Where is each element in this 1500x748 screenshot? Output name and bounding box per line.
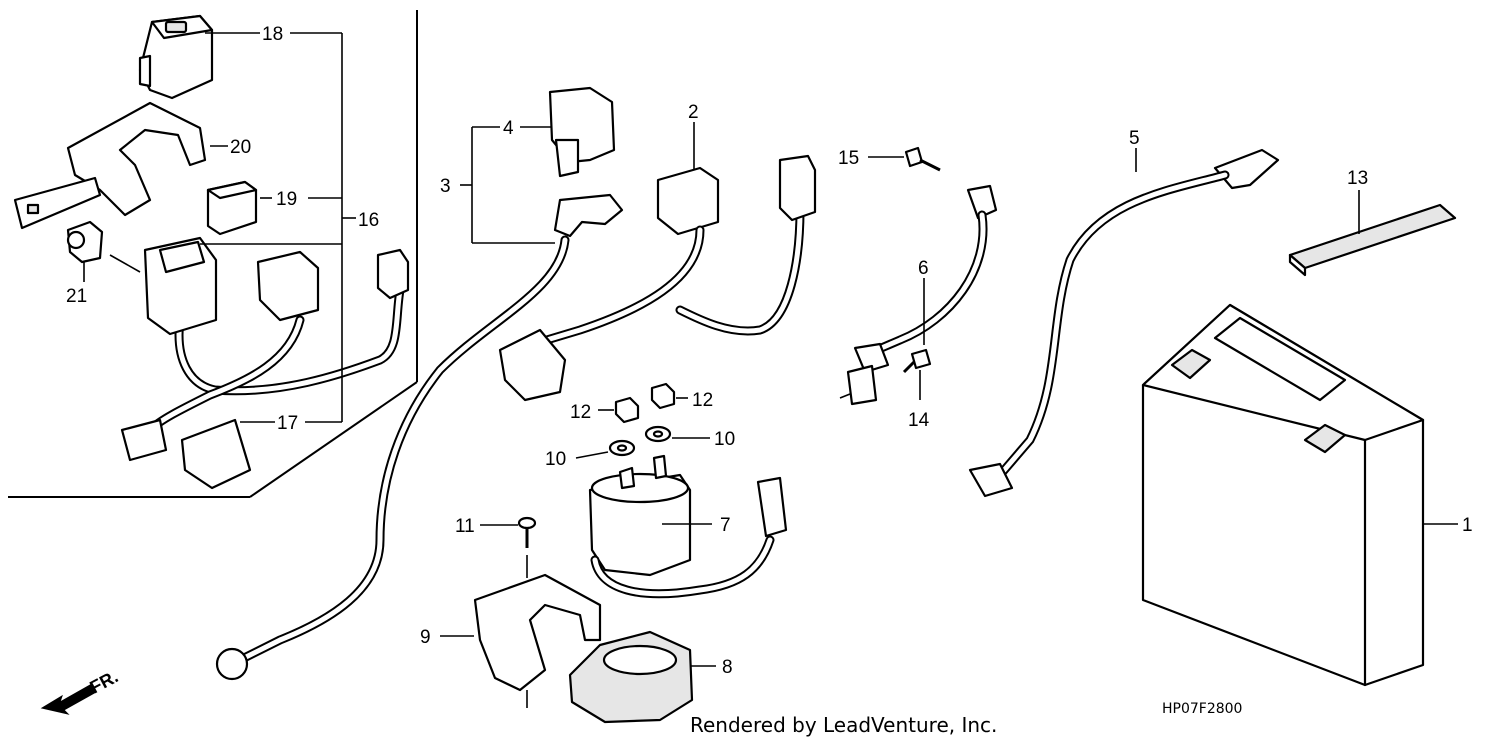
callout-9: 9	[420, 627, 431, 648]
callout-8: 8	[722, 657, 733, 678]
callout-18: 18	[262, 24, 283, 45]
cover-part-8[interactable]	[568, 630, 694, 724]
callout-1: 1	[1462, 515, 1473, 536]
fuse-part-19[interactable]	[206, 180, 258, 236]
front-direction-marker: FR.	[40, 666, 121, 715]
callout-5: 5	[1129, 128, 1140, 149]
terminal-cap-part-4[interactable]	[548, 86, 616, 178]
relay-part-18[interactable]	[138, 14, 214, 100]
callout-12a: 12	[570, 402, 591, 423]
clip-part-21[interactable]	[66, 220, 104, 264]
battery-part-1[interactable]	[1141, 303, 1425, 687]
main-cable-part-3[interactable]	[215, 193, 624, 681]
inset-frame	[8, 10, 418, 498]
screw-part-11[interactable]	[517, 516, 537, 548]
diagram-code: HP07F2800	[1162, 701, 1242, 717]
battery-band-part-13[interactable]	[1288, 203, 1457, 277]
bracket-part-20[interactable]	[13, 101, 207, 230]
callout-labels: 1 2 3 4 5 6 7 8 9 10 10 11 12 12 13 14 1…	[66, 24, 1473, 678]
callout-20: 20	[230, 137, 251, 158]
callout-3: 3	[440, 176, 451, 197]
sub-harness-part-17[interactable]	[120, 236, 410, 490]
callout-15: 15	[838, 148, 859, 169]
callout-16: 16	[358, 210, 379, 231]
washer-part-10b[interactable]	[644, 425, 672, 443]
starter-cable-part-2[interactable]	[498, 154, 817, 402]
nut-part-12a[interactable]	[614, 396, 640, 424]
callout-21: 21	[66, 286, 87, 307]
callout-6: 6	[918, 258, 929, 279]
bolt-part-15[interactable]	[904, 146, 941, 172]
washer-part-10a[interactable]	[608, 439, 636, 457]
callout-2: 2	[688, 102, 699, 123]
callout-11: 11	[455, 516, 475, 537]
callout-13: 13	[1347, 168, 1368, 189]
holder-part-9[interactable]	[473, 573, 602, 692]
callout-12b: 12	[692, 390, 713, 411]
callout-10a: 10	[545, 449, 566, 470]
leader-lines	[83, 32, 1458, 708]
callout-10b: 10	[714, 429, 735, 450]
bolt-part-14[interactable]	[902, 348, 932, 374]
callout-4: 4	[503, 118, 514, 139]
callout-14: 14	[908, 410, 930, 431]
positive-cable-part-5[interactable]	[968, 148, 1280, 498]
negative-cable-part-6[interactable]	[846, 184, 998, 406]
front-arrow-icon	[40, 683, 97, 715]
callout-17: 17	[277, 413, 298, 434]
callout-7: 7	[720, 515, 731, 536]
callout-19: 19	[276, 189, 297, 210]
nut-part-12b[interactable]	[650, 382, 676, 410]
solenoid-part-7[interactable]	[588, 454, 788, 599]
credit-text: Rendered by LeadVenture, Inc.	[690, 713, 997, 737]
